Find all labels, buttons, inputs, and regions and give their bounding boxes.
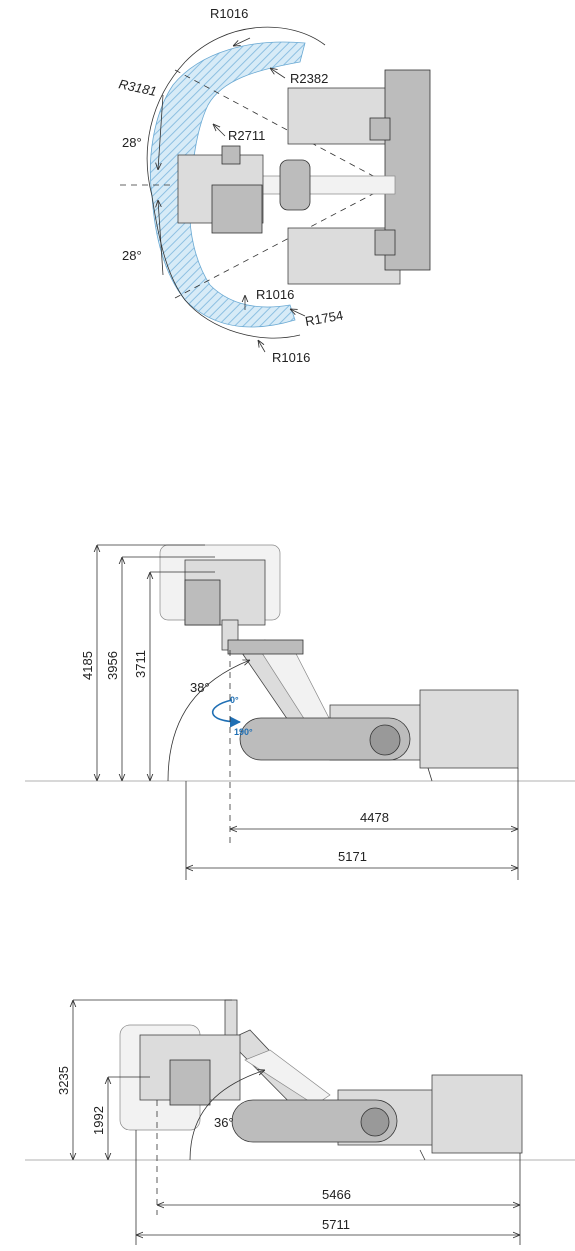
cab-part-lower bbox=[374, 229, 396, 256]
side-view-1: 4185 3956 3711 38° 0° 190° 4478 5171 bbox=[25, 544, 575, 880]
drill-motor-side-2 bbox=[169, 1059, 211, 1106]
angle-arc-36 bbox=[189, 1070, 265, 1161]
rotation-indicator: 0° 190° bbox=[211, 695, 253, 737]
label-4185: 4185 bbox=[80, 651, 95, 680]
label-angle-36: 36° bbox=[214, 1115, 234, 1130]
label-rot-190: 190° bbox=[234, 727, 253, 737]
leader-r1016-bottom bbox=[258, 340, 266, 353]
crawler-2 bbox=[231, 1099, 398, 1143]
angle-arrow-upper bbox=[158, 94, 164, 170]
label-5466: 5466 bbox=[322, 1187, 351, 1202]
arc-r1016-top bbox=[184, 26, 326, 63]
leader-r1016-top bbox=[233, 37, 251, 46]
engine-cover-2 bbox=[431, 1074, 523, 1154]
label-r1016-bottom: R1016 bbox=[272, 350, 310, 365]
rotation-arrow bbox=[211, 699, 242, 728]
radial-upper bbox=[174, 69, 391, 186]
boom-head-1 bbox=[227, 639, 304, 655]
machine-side-view-2 bbox=[119, 999, 523, 1161]
label-r3181: R3181 bbox=[117, 76, 158, 99]
label-r1016-top: R1016 bbox=[210, 6, 248, 21]
label-5711: 5711 bbox=[322, 1217, 350, 1232]
label-5171: 5171 bbox=[338, 849, 367, 864]
leader-r2382 bbox=[270, 68, 286, 79]
outrigger-1 bbox=[427, 767, 433, 782]
angle-arrow-lower bbox=[158, 200, 164, 276]
label-r2382: R2382 bbox=[290, 71, 328, 86]
sprocket-1 bbox=[369, 724, 401, 756]
drill-cap bbox=[221, 145, 241, 165]
angle-arc-38 bbox=[167, 660, 250, 782]
label-4478: 4478 bbox=[360, 810, 389, 825]
label-3956: 3956 bbox=[105, 651, 120, 680]
crawler-1 bbox=[239, 717, 411, 761]
boom-joint bbox=[279, 159, 311, 211]
drill-motor-side bbox=[184, 579, 221, 626]
boom bbox=[254, 175, 396, 195]
leader-r2711 bbox=[213, 124, 226, 137]
drill-motor bbox=[211, 184, 263, 234]
arc-r1016-bottom bbox=[184, 299, 301, 339]
label-angle-38: 38° bbox=[190, 680, 210, 695]
sprocket-2 bbox=[360, 1107, 390, 1137]
machine-side-view-1 bbox=[159, 544, 519, 782]
top-view: R1016 R2382 R3181 R2711 28° 28° R1016 R1… bbox=[117, 6, 431, 365]
arc-r3181 bbox=[146, 61, 186, 301]
label-1992: 1992 bbox=[91, 1106, 106, 1135]
label-r2711: R2711 bbox=[228, 128, 265, 143]
label-angle-lower: 28° bbox=[122, 248, 142, 263]
boom-cylinder-2 bbox=[244, 1049, 331, 1106]
machine-top-view bbox=[177, 69, 431, 285]
engine-cover-1 bbox=[419, 689, 519, 769]
label-3711: 3711 bbox=[133, 650, 148, 678]
leader-r1754 bbox=[290, 309, 306, 317]
label-3235: 3235 bbox=[56, 1066, 71, 1095]
label-rot-0: 0° bbox=[230, 695, 239, 705]
cab-part bbox=[369, 117, 391, 141]
radial-lower bbox=[174, 184, 391, 299]
label-r1754: R1754 bbox=[304, 308, 344, 329]
label-r1016-mid: R1016 bbox=[256, 287, 294, 302]
outrigger-2 bbox=[419, 1149, 426, 1161]
working-range-area bbox=[149, 41, 306, 328]
side-view-2: 3235 1992 36° 5466 5711 bbox=[25, 999, 575, 1245]
label-angle-upper: 28° bbox=[122, 135, 142, 150]
